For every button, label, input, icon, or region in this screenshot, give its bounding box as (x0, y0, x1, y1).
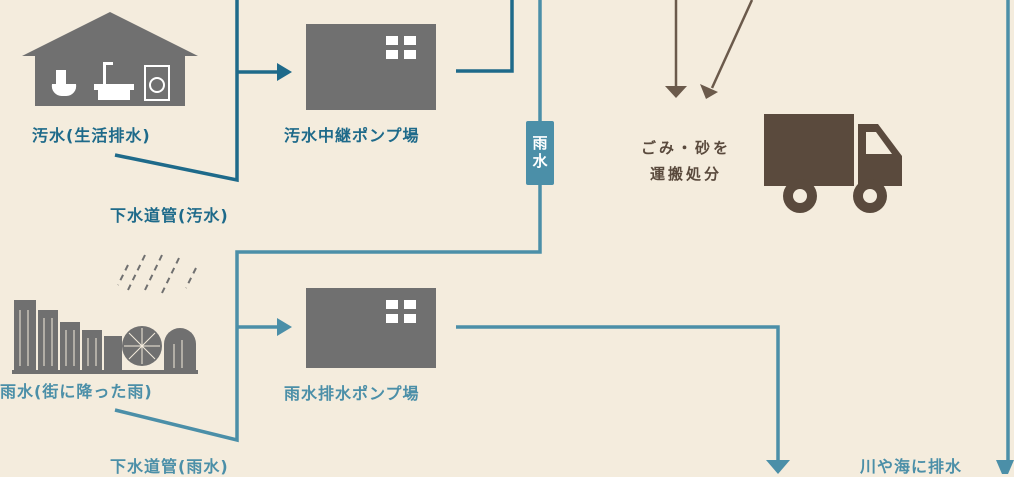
sewer-pipe-rain-label: 下水道管(雨水) (110, 457, 229, 476)
trash-arrow-diagonal (710, 0, 754, 89)
rain-arrowhead (277, 318, 292, 336)
sewer-pipe-sewage-label: 下水道管(汚水) (110, 206, 229, 225)
rain-pump-building-icon (306, 288, 436, 368)
discharge-label: 川や海に排水 (860, 457, 963, 476)
sewage-outflow-pipe (456, 0, 514, 73)
treated-arrowhead (996, 460, 1014, 474)
rain-source-label: 雨水(街に降った雨) (0, 382, 153, 401)
sewage-pump-building-icon (306, 24, 436, 110)
city-icon (12, 300, 198, 374)
rain-pipe-lines (114, 0, 1010, 462)
trash-arrowhead-1 (665, 86, 687, 98)
truck-icon (764, 114, 902, 213)
trash-label: ごみ・砂を 運搬処分 (638, 135, 734, 187)
trash-arrows (674, 0, 754, 89)
rain-icon (117, 254, 197, 294)
trash-label-line1: ごみ・砂を (640, 139, 731, 157)
sewage-source-label: 汚水(生活排水) (32, 126, 151, 145)
sewage-pump-label: 汚水中継ポンプ場 (284, 126, 420, 145)
sewage-collector-pipe (114, 0, 239, 183)
rain-outflow-pipe (456, 325, 780, 462)
rain-tag: 雨水 (526, 121, 554, 185)
rain-pump-label: 雨水排水ポンプ場 (284, 384, 420, 403)
trash-arrowhead-2 (700, 84, 718, 99)
trash-label-line2: 運搬処分 (649, 165, 722, 183)
discharge-arrowhead (766, 460, 790, 474)
house-icon (22, 12, 198, 106)
sewage-arrowhead (277, 63, 292, 81)
sewage-pipe-lines (114, 0, 514, 183)
